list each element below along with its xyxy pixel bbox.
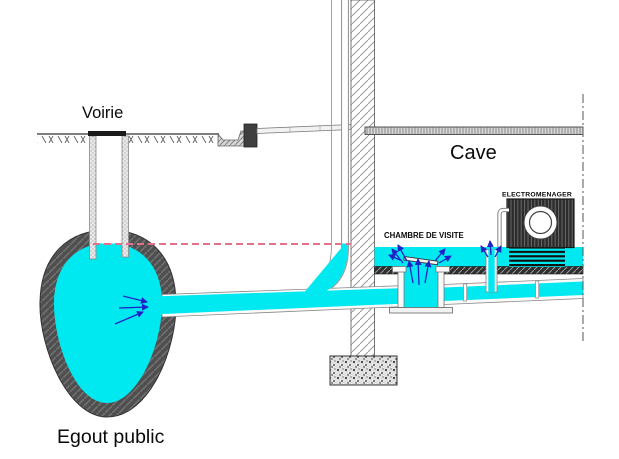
manhole-shaft-air [96, 136, 122, 244]
chamber-water [404, 267, 438, 308]
street-surface [37, 123, 352, 148]
ground-hatch-right [129, 135, 219, 143]
chamber-spray-arrows [388, 244, 452, 286]
label-basement: Cave [450, 142, 497, 164]
downspout-backflow-water [301, 243, 348, 298]
chamber-base [389, 307, 453, 314]
shaft-wall-right [121, 135, 129, 258]
public-sewer-egg [39, 131, 177, 418]
ceiling-slab [364, 126, 584, 135]
chamber-flange-left [392, 266, 407, 273]
drain-pipe-right [443, 278, 584, 305]
wall-footing [329, 355, 398, 386]
lateral-pipe [152, 243, 407, 318]
floor-drain-standpipe [485, 249, 498, 293]
drain-spray-arrows [480, 240, 502, 258]
shaft-wall-left [89, 135, 97, 260]
street-gutter [217, 130, 245, 147]
pipe-joint-collar [463, 283, 468, 302]
manhole-shaft-water [96, 243, 122, 266]
chamber-flange-right [435, 266, 450, 273]
machine-base-grate [509, 247, 565, 267]
label-public-sewer: Egout public [57, 426, 165, 448]
sidewalk [256, 124, 352, 134]
label-appliance: ELECTROMENAGER [502, 192, 572, 199]
washing-machine [497, 198, 575, 267]
sewer-water [53, 243, 163, 403]
downspout-pipe [293, 0, 349, 299]
sewer-flow-arrows [114, 295, 149, 325]
pipe-joint-collar [535, 280, 540, 299]
downspout-outer-line [293, 0, 332, 294]
label-inspection-chamber: CHAMBRE DE VISITE [384, 231, 464, 240]
ground-hatch-left [37, 135, 88, 143]
label-street: Voirie [82, 104, 123, 122]
curb-stone [243, 123, 258, 148]
manhole-cover [88, 131, 126, 136]
